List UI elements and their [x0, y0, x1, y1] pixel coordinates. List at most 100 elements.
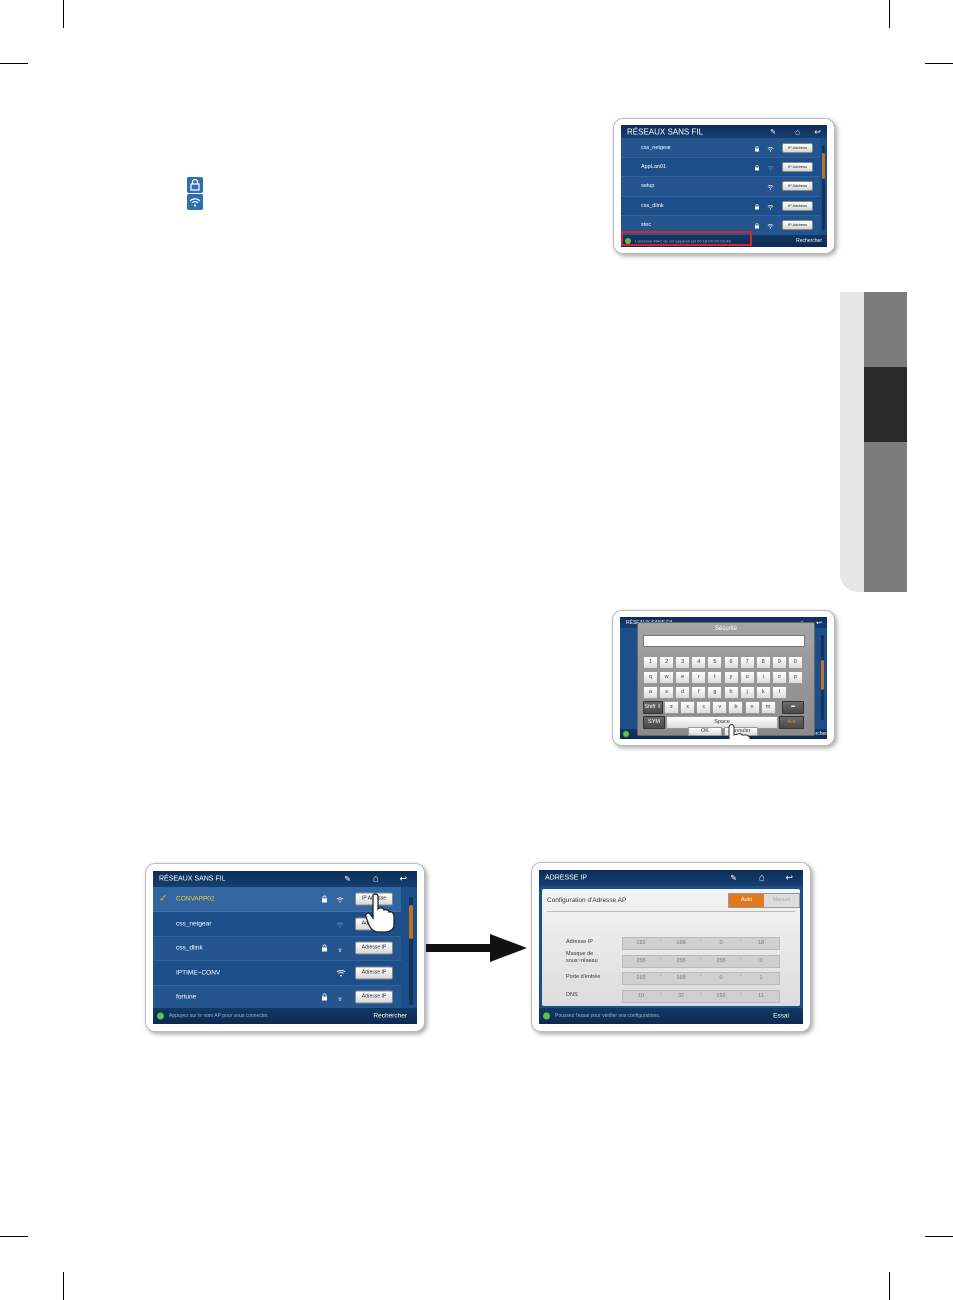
ip-octet[interactable]: 0 — [759, 958, 763, 964]
ip-address-button[interactable]: Adresse IP — [355, 990, 393, 1003]
key-s[interactable]: s — [659, 686, 675, 699]
network-row[interactable]: IPTIME~CONV Adresse IP — [153, 960, 401, 986]
ip-field-input[interactable]: 192.168.0.1 — [622, 971, 780, 985]
network-row[interactable]: css_dlink IP Address — [621, 196, 820, 216]
key-i[interactable]: i — [755, 671, 771, 684]
key-d[interactable]: d — [675, 686, 691, 699]
home-icon[interactable]: ⌂ — [795, 127, 800, 136]
key-8[interactable]: 8 — [755, 656, 771, 669]
key-u[interactable]: u — [739, 671, 755, 684]
key-4[interactable]: 4 — [691, 656, 707, 669]
ip-octet[interactable]: 0 — [719, 940, 723, 946]
ip-address-button[interactable]: IP Address — [782, 161, 813, 172]
sym-key[interactable]: SYM — [643, 716, 665, 729]
ip-address-button[interactable]: IP Address — [782, 220, 813, 230]
back-icon[interactable]: ↩ — [399, 873, 407, 884]
ip-octet[interactable]: 0 — [719, 975, 723, 981]
ip-address-button[interactable]: Adresse IP — [355, 966, 393, 979]
mode-toggle[interactable]: Auto Manuel — [728, 893, 800, 908]
ip-octet[interactable]: 32 — [677, 993, 685, 999]
key-9[interactable]: 9 — [771, 656, 787, 669]
ip-octet[interactable]: 168 — [676, 940, 686, 946]
ip-octet[interactable]: 11 — [758, 993, 764, 999]
scrollbar[interactable] — [409, 897, 413, 1005]
key-w[interactable]: w — [659, 671, 675, 684]
key-e[interactable]: e — [675, 671, 691, 684]
key-l[interactable]: l — [771, 686, 787, 699]
key-7[interactable]: 7 — [739, 656, 755, 669]
ip-address-button[interactable]: Adresse IP — [355, 941, 393, 955]
key-q[interactable]: q — [643, 671, 658, 684]
network-row[interactable]: css_dlink Adresse IP — [153, 936, 401, 961]
key-y[interactable]: y — [723, 671, 739, 684]
network-row[interactable]: css_netgear IP Address — [621, 138, 820, 158]
ip-address-button[interactable]: IP Address — [782, 181, 813, 191]
ip-octet[interactable]: 10 — [637, 993, 645, 999]
key-c[interactable]: c — [696, 701, 712, 714]
ip-octet[interactable]: 18 — [757, 940, 765, 946]
edit-icon[interactable]: ✎ — [730, 873, 737, 883]
ip-octet[interactable]: 168 — [676, 975, 686, 981]
key-j[interactable]: j — [739, 686, 755, 699]
key-6[interactable]: 6 — [723, 656, 739, 669]
key-k[interactable]: k — [755, 686, 771, 699]
shift-key[interactable]: Shift ⇧ — [643, 701, 663, 714]
scrollbar[interactable] — [822, 145, 825, 230]
back-icon[interactable]: ↩ — [785, 872, 793, 883]
ip-octet[interactable]: 192 — [716, 993, 726, 999]
key-r[interactable]: r — [691, 671, 707, 684]
search-button[interactable]: Rechercher — [373, 1012, 407, 1020]
ip-octet[interactable]: 255 — [676, 958, 686, 964]
manual-mode-button[interactable]: Manuel — [772, 897, 791, 903]
key-p[interactable]: p — [787, 671, 803, 684]
auto-mode-button[interactable]: Auto — [729, 894, 764, 907]
key-b[interactable]: b — [728, 701, 744, 714]
scrollbar[interactable] — [821, 635, 824, 720]
password-input[interactable] — [643, 635, 805, 647]
key-v[interactable]: v — [712, 701, 728, 714]
key-2[interactable]: 2 — [659, 656, 675, 669]
scroll-thumb[interactable] — [822, 153, 825, 179]
ip-octet[interactable]: 1 — [759, 975, 763, 981]
key-t[interactable]: t — [707, 671, 723, 684]
ip-octet[interactable]: 192 — [636, 940, 646, 946]
key-g[interactable]: g — [707, 686, 723, 699]
search-button[interactable]: Rechercher — [796, 238, 822, 244]
key-m[interactable]: m — [760, 701, 776, 714]
scroll-thumb[interactable] — [821, 660, 824, 690]
ip-address-button[interactable]: IP Address — [782, 142, 813, 153]
scroll-thumb[interactable] — [409, 905, 413, 939]
language-key[interactable]: A/a — [779, 716, 804, 729]
back-icon[interactable]: ↩ — [816, 619, 822, 627]
key-f[interactable]: f — [691, 686, 707, 699]
backspace-key[interactable]: ⬅ — [782, 701, 804, 714]
network-row-selected[interactable]: ✓ CONVAPP02 IP Adresse — [153, 887, 401, 912]
key-x[interactable]: x — [680, 701, 696, 714]
key-z[interactable]: z — [664, 701, 679, 714]
ip-octet[interactable]: 255 — [716, 958, 726, 964]
network-row[interactable]: AppLan01 IP Address — [621, 157, 820, 177]
key-o[interactable]: o — [771, 671, 787, 684]
key-5[interactable]: 5 — [707, 656, 723, 669]
home-icon[interactable]: ⌂ — [758, 872, 765, 884]
ip-field-input[interactable]: 10.32.192.11 — [622, 989, 780, 1003]
space-key[interactable]: Space — [666, 716, 778, 729]
key-a[interactable]: a — [643, 686, 658, 699]
network-row[interactable]: fortune Adresse IP — [153, 985, 401, 1009]
ip-octet[interactable]: 255 — [636, 958, 646, 964]
ok-button[interactable]: OK — [688, 727, 722, 736]
back-icon[interactable]: ↩ — [814, 127, 821, 136]
network-row[interactable]: setup IP Address — [621, 176, 820, 197]
ip-field-input[interactable]: 192.168.0.18 — [622, 936, 780, 950]
key-h[interactable]: h — [723, 686, 739, 699]
edit-icon[interactable]: ✎ — [344, 874, 351, 884]
key-0[interactable]: 0 — [787, 656, 803, 669]
ip-field-input[interactable]: 255.255.255.0 — [622, 954, 780, 968]
ip-address-button[interactable]: IP Address — [782, 200, 813, 211]
test-button[interactable]: Essai — [773, 1012, 789, 1020]
edit-icon[interactable]: ✎ — [770, 128, 776, 136]
key-1[interactable]: 1 — [643, 656, 658, 669]
key-3[interactable]: 3 — [675, 656, 691, 669]
key-n[interactable]: n — [744, 701, 760, 714]
ip-octet[interactable]: 192 — [636, 975, 646, 981]
